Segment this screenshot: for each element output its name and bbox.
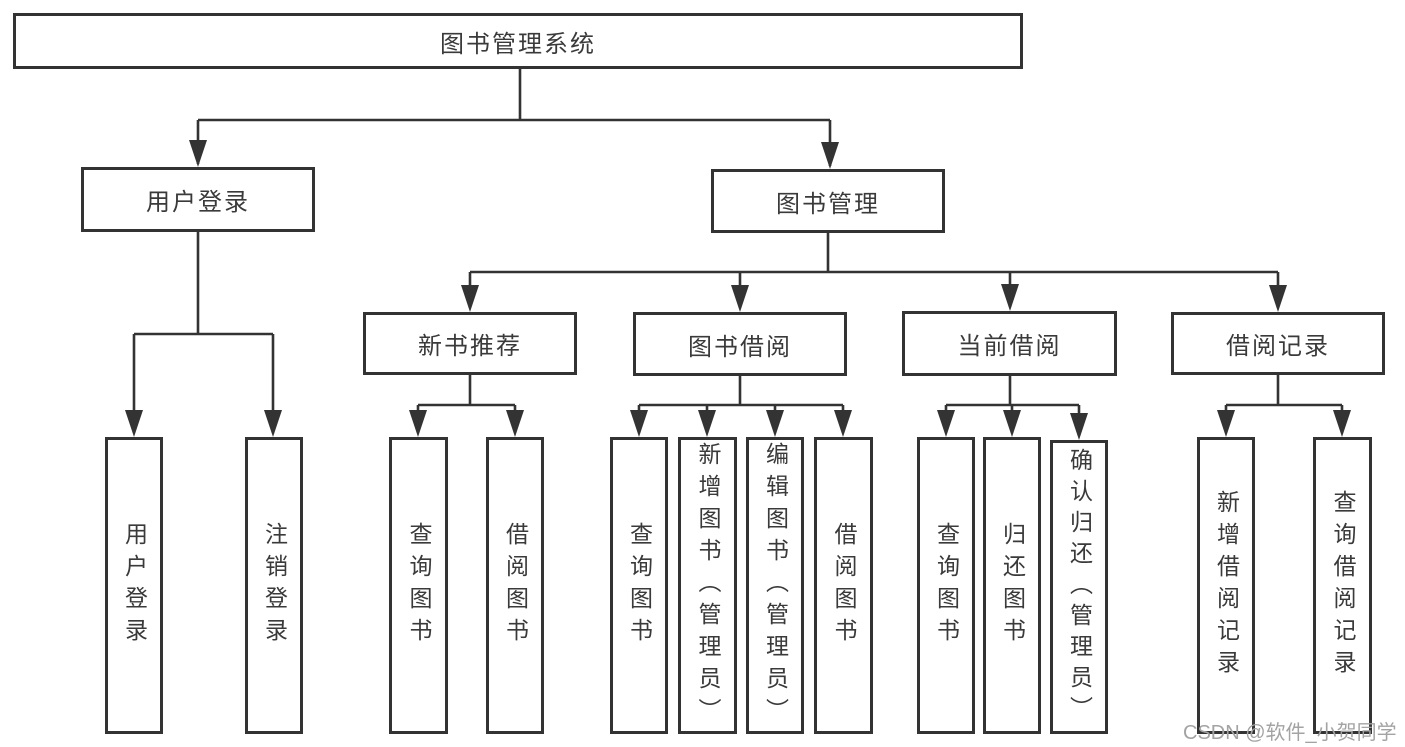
- leaf-label: 用户登录: [121, 521, 148, 650]
- leaf-label: 查询图书: [933, 521, 960, 650]
- node-book-borrow: 图书借阅: [633, 312, 847, 376]
- leaf-borrow-book: 借阅图书: [814, 437, 873, 734]
- leaf-label: 借阅图书: [831, 521, 857, 650]
- leaf-add-book-admin: 新增图书（管理员）: [678, 437, 737, 734]
- node-current-borrow: 当前借阅: [902, 311, 1117, 376]
- node-new-book-recommend: 新书推荐: [363, 312, 577, 375]
- leaf-return-book: 归还图书: [983, 437, 1041, 734]
- leaf-borrow-book-recommend: 借阅图书: [486, 437, 544, 734]
- leaf-query-book-borrow: 查询图书: [610, 437, 668, 734]
- node-library-management-system: 图书管理系统: [13, 13, 1023, 69]
- leaf-label: 借阅图书: [502, 521, 529, 650]
- leaf-query-book-current: 查询图书: [917, 437, 975, 734]
- leaf-edit-book-admin: 编辑图书（管理员）: [746, 437, 804, 734]
- node-label: 用户登录: [146, 189, 250, 216]
- node-label: 图书借阅: [688, 333, 792, 361]
- leaf-label: 归还图书: [999, 521, 1026, 650]
- node-label: 图书管理系统: [440, 30, 596, 58]
- node-book-management: 图书管理: [711, 169, 945, 233]
- leaf-query-borrow-record: 查询借阅记录: [1313, 437, 1372, 734]
- leaf-label: 查询借阅记录: [1330, 489, 1356, 682]
- leaf-label: 查询图书: [626, 521, 653, 650]
- leaf-add-borrow-record: 新增借阅记录: [1197, 437, 1255, 734]
- leaf-user-login: 用户登录: [105, 437, 163, 734]
- node-label: 借阅记录: [1226, 333, 1330, 360]
- leaf-label: 新增图书（管理员）: [695, 441, 721, 730]
- csdn-watermark: CSDN @软件_小贺同学: [1183, 722, 1397, 744]
- leaf-label: 注销登录: [261, 521, 288, 650]
- node-label: 图书管理: [776, 190, 880, 218]
- node-label: 新书推荐: [418, 333, 522, 360]
- leaf-logout: 注销登录: [245, 437, 303, 734]
- leaf-label: 新增借阅记录: [1213, 489, 1240, 682]
- node-borrow-record: 借阅记录: [1171, 312, 1385, 375]
- leaf-query-book-recommend: 查询图书: [389, 437, 448, 734]
- node-user-login: 用户登录: [81, 167, 315, 232]
- leaf-label: 查询图书: [406, 521, 432, 650]
- leaf-confirm-return-admin: 确认归还（管理员）: [1050, 440, 1108, 734]
- node-label: 当前借阅: [957, 333, 1062, 360]
- leaf-label: 确认归还（管理员）: [1066, 447, 1093, 727]
- leaf-label: 编辑图书（管理员）: [762, 441, 789, 730]
